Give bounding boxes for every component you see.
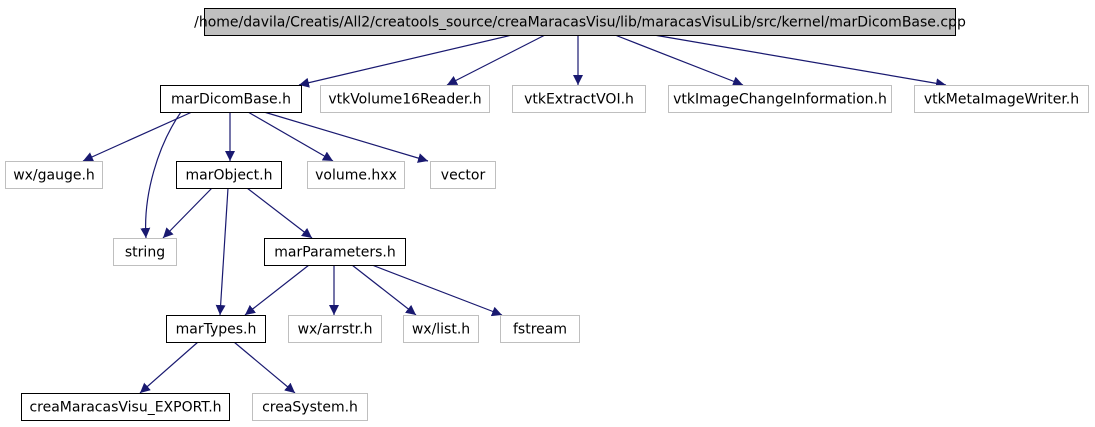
node-label: volume.hxx [315,168,397,184]
node-label: marDicomBase.h [171,92,291,108]
edge-marDicomBase-h-to-string [140,111,182,239]
node-marTypes-h[interactable]: marTypes.h [166,315,266,343]
node-label: vtkVolume16Reader.h [328,92,481,108]
node-box [204,8,956,36]
node-label: /home/davila/Creatis/All2/creatools_sour… [194,15,966,31]
edge-root-to-marDicomBase-h [298,34,513,88]
node-root[interactable]: /home/davila/Creatis/All2/creatools_sour… [194,8,966,36]
node-box [512,85,646,113]
edge-marObject-h-to-string [162,187,213,239]
node-label: vtkExtractVOI.h [524,92,634,108]
node-box [160,85,302,113]
node-creaSystem-h: creaSystem.h [252,393,368,421]
node-vtkExtractVOI-h: vtkExtractVOI.h [512,85,646,113]
edge-root-to-vtkVolume16Reader-h [446,34,546,86]
node-box [403,315,479,343]
node-marParameters-h[interactable]: marParameters.h [264,238,406,266]
node-box [320,85,490,113]
edge-marDicomBase-h-to-vector [263,111,429,163]
edge-root-to-vtkImageChangeInformation-h [614,34,744,87]
node-wx-arrstr-h: wx/arrstr.h [288,315,382,343]
node-box [288,315,382,343]
node-volume-hxx: volume.hxx [307,161,405,189]
node-box [21,393,230,421]
node-creaMaracasVisu-EXPORT-h[interactable]: creaMaracasVisu_EXPORT.h [21,393,230,421]
node-label: marTypes.h [176,322,257,338]
node-box [668,85,892,113]
edge-marTypes-h-to-creaSystem-h [233,341,296,394]
edge-root-to-vtkMetaImageWriter-h [653,34,947,89]
node-label: marObject.h [186,168,273,184]
node-label: fstream [513,322,567,338]
edge-marParameters-h-to-fstream [371,264,503,317]
edge-marParameters-h-to-marTypes-h [244,264,310,316]
node-fstream: fstream [500,315,580,343]
nodes-layer: /home/davila/Creatis/All2/creatools_sour… [5,8,1089,421]
node-label: creaSystem.h [262,400,358,416]
node-vtkVolume16Reader-h: vtkVolume16Reader.h [320,85,490,113]
node-wx-list-h: wx/list.h [403,315,479,343]
node-box [914,85,1089,113]
node-vector: vector [430,161,496,189]
edge-marObject-h-to-marTypes-h [215,187,229,316]
edge-marTypes-h-to-creaMaracasVisu-EXPORT-h [139,341,199,394]
edge-marDicomBase-h-to-volume-hxx [247,111,334,162]
node-label: marParameters.h [274,245,395,261]
node-vtkMetaImageWriter-h: vtkMetaImageWriter.h [914,85,1089,113]
node-box [307,161,405,189]
node-box [500,315,580,343]
node-label: wx/list.h [412,322,470,338]
node-label: vtkImageChangeInformation.h [673,92,887,108]
edge-marObject-h-to-marParameters-h [246,187,313,239]
node-label: wx/arrstr.h [298,322,373,338]
edge-marDicomBase-h-to-wx-gauge-h [82,111,193,162]
node-box [5,161,103,189]
node-box [176,161,282,189]
node-marObject-h[interactable]: marObject.h [176,161,282,189]
node-marDicomBase-h[interactable]: marDicomBase.h [160,85,302,113]
edge-marParameters-h-to-wx-list-h [351,264,417,316]
node-box [430,161,496,189]
node-box [113,238,177,266]
node-wx-gauge-h: wx/gauge.h [5,161,103,189]
node-label: creaMaracasVisu_EXPORT.h [29,400,221,416]
edges-layer [82,34,947,394]
node-label: string [125,245,165,261]
node-box [166,315,266,343]
node-label: wx/gauge.h [13,168,95,184]
node-vtkImageChangeInformation-h: vtkImageChangeInformation.h [668,85,892,113]
node-string: string [113,238,177,266]
node-box [252,393,368,421]
node-label: vector [441,168,486,184]
node-label: vtkMetaImageWriter.h [924,92,1079,108]
node-box [264,238,406,266]
